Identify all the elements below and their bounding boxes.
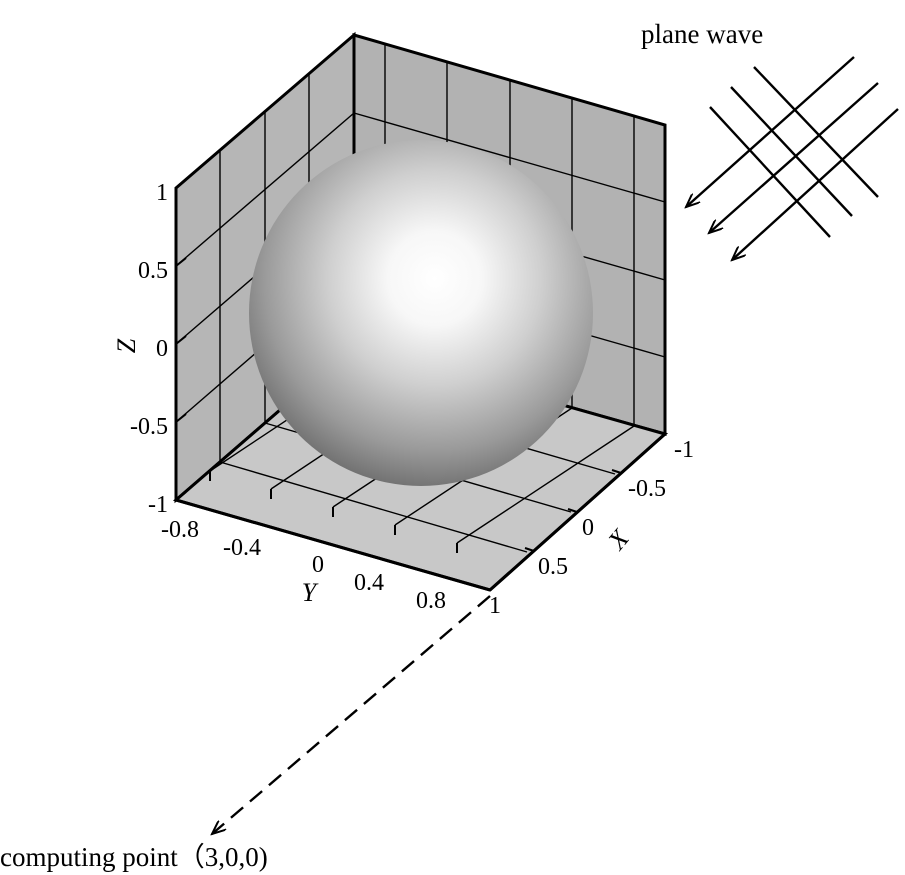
plane-wave-label: plane wave: [641, 19, 763, 49]
y-tick-label: -0.8: [161, 517, 199, 543]
y-tick-label: 0.8: [416, 588, 446, 614]
plane-wave-symbol: [686, 56, 899, 260]
y-tick-label: 0: [312, 552, 324, 578]
x-tick-label: -1: [674, 437, 694, 463]
z-tick-label: 0.5: [138, 258, 168, 284]
x-tick-label: 0: [582, 515, 594, 541]
y-tick-label: -0.4: [223, 535, 261, 561]
z-tick-label: -0.5: [130, 414, 168, 440]
x-tick-label: -0.5: [628, 476, 666, 502]
z-tick-label: -1: [148, 492, 168, 518]
sphere: [249, 140, 593, 486]
x-axis-title: X: [602, 523, 636, 555]
y-tick-label: 0.4: [354, 570, 384, 596]
z-tick-label: 0: [156, 336, 168, 362]
z-axis-title: Z: [112, 338, 141, 353]
y-axis-title: Y: [302, 578, 319, 607]
x-tick-label: 1: [489, 593, 501, 619]
computing-point-dashed-arrow: [212, 595, 491, 834]
computing-point-label: computing point（3,0,0): [0, 842, 268, 872]
z-tick-label: 1: [156, 180, 168, 206]
x-tick-label: 0.5: [538, 554, 568, 580]
tick-marks: [175, 179, 666, 591]
